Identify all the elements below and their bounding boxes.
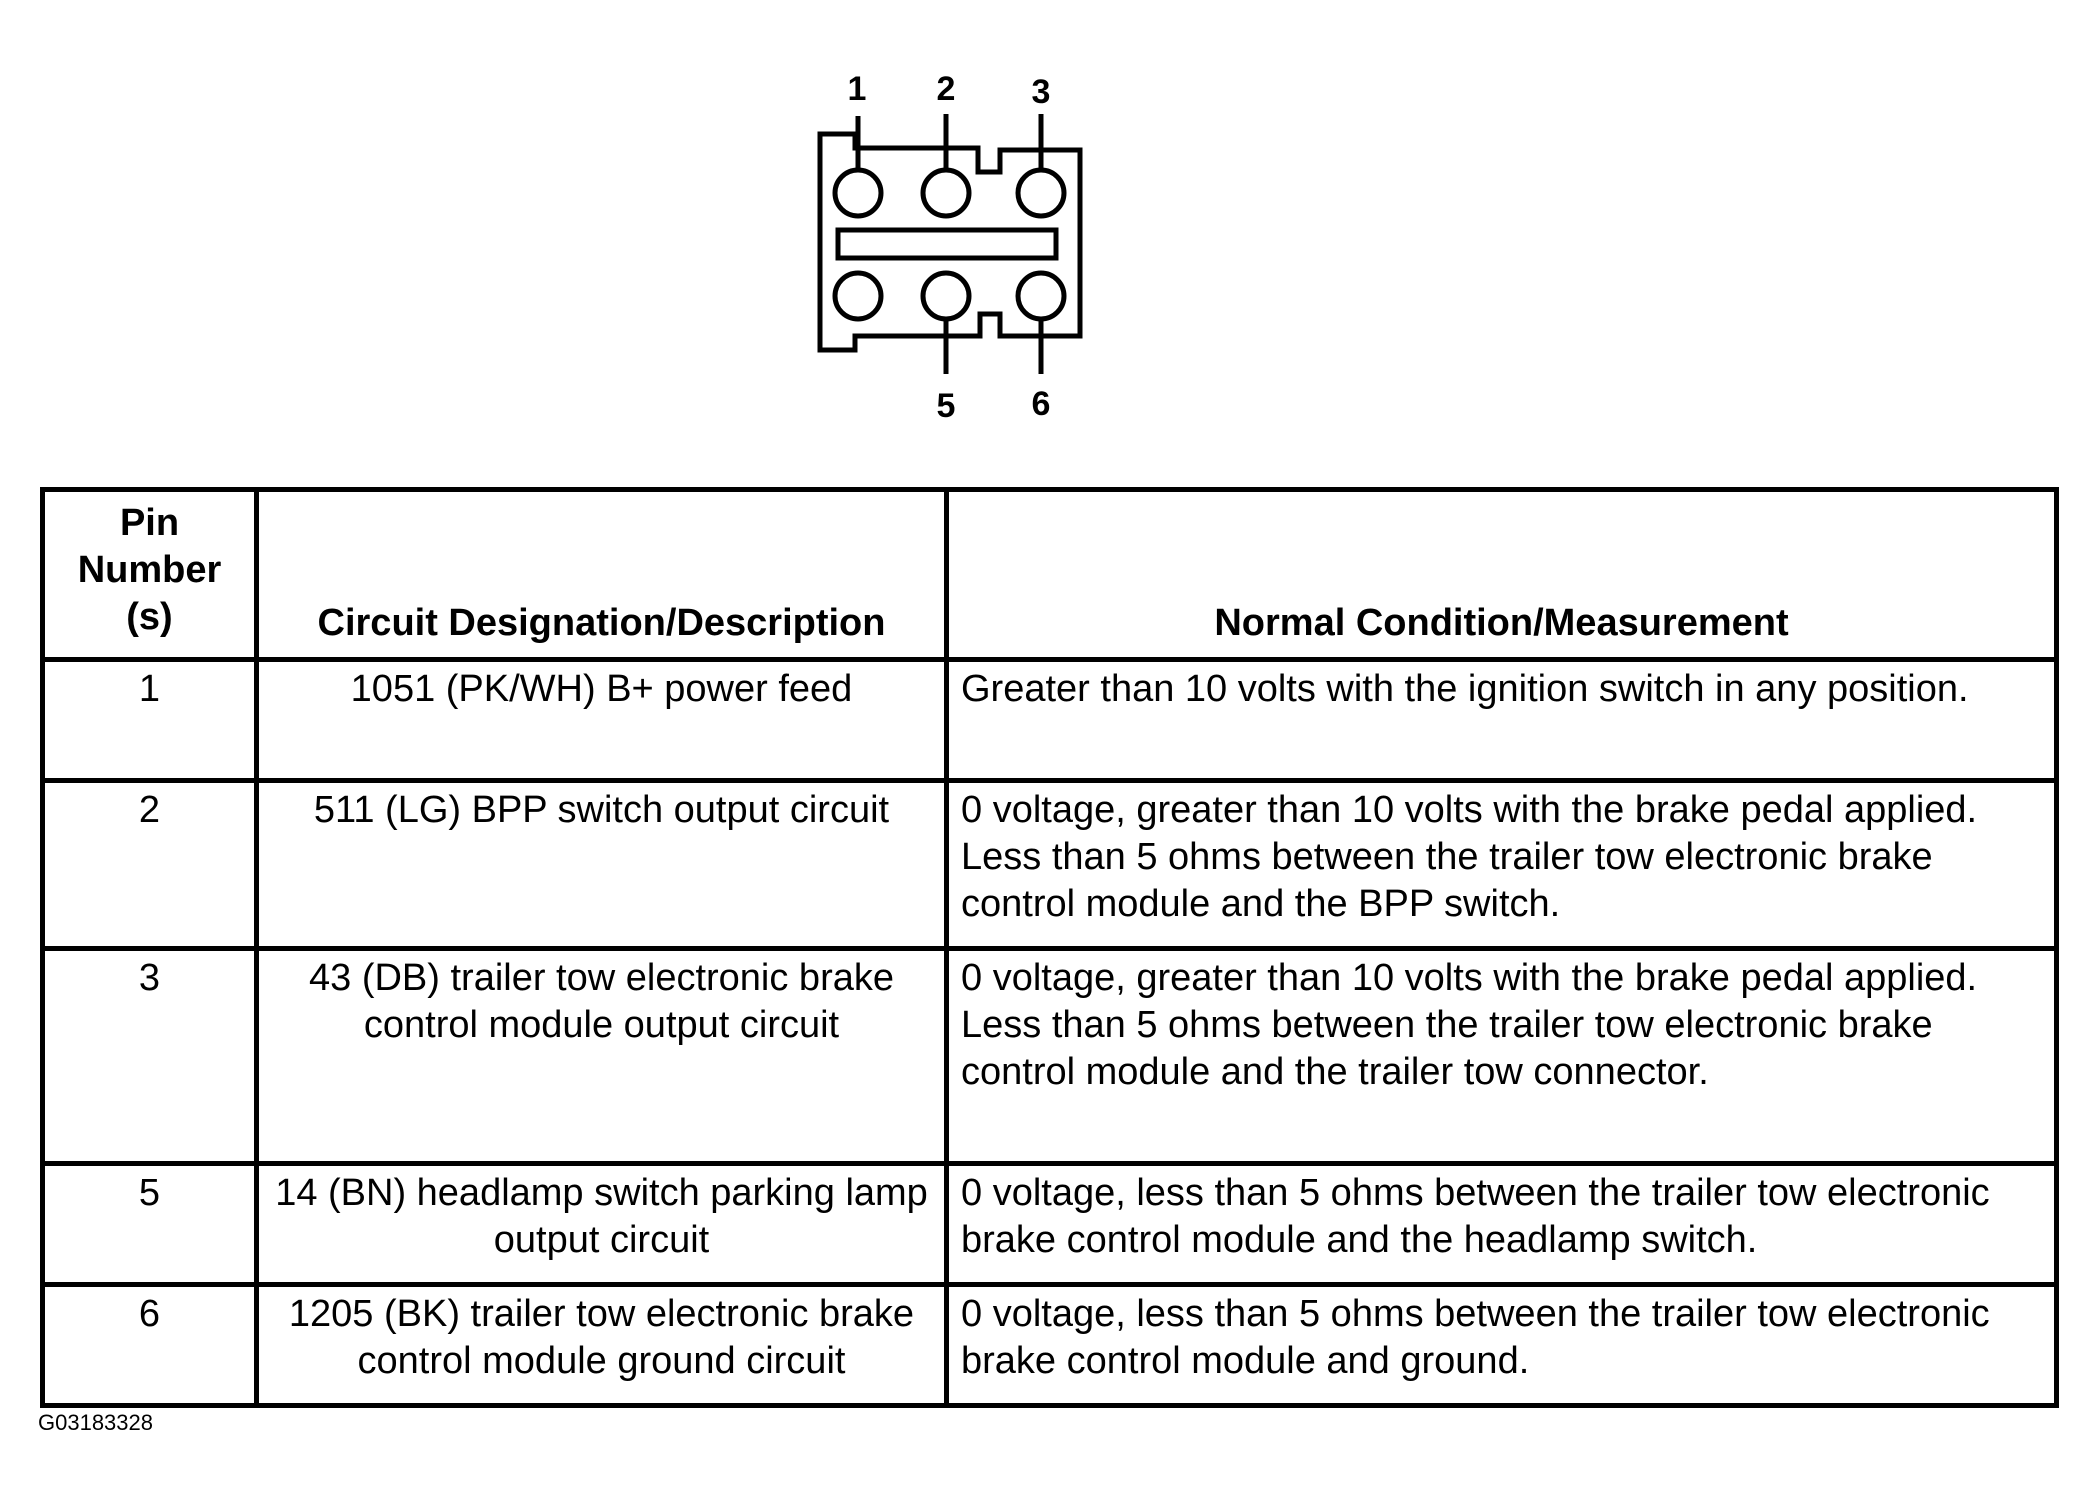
pin-2-cavity — [920, 167, 972, 219]
table-row: 2 511 (LG) BPP switch output circuit 0 v… — [40, 778, 2059, 951]
condition-cell: Greater than 10 volts with the ignition … — [944, 657, 2059, 783]
pin-cell: 2 — [40, 778, 259, 951]
table-row: 6 1205 (BK) trailer tow electronic brake… — [40, 1282, 2059, 1408]
table-row: 1 1051 (PK/WH) B+ power feed Greater tha… — [40, 657, 2059, 783]
pin-cell: 5 — [40, 1161, 259, 1287]
condition-cell: 0 voltage, less than 5 ohms between the … — [944, 1282, 2059, 1408]
table-row: 3 43 (DB) trailer tow electronic brake c… — [40, 946, 2059, 1166]
circuit-cell: 511 (LG) BPP switch output circuit — [254, 778, 949, 951]
circuit-cell: 1051 (PK/WH) B+ power feed — [254, 657, 949, 783]
pin-label-5: 5 — [937, 387, 956, 425]
condition-cell: 0 voltage, greater than 10 volts with th… — [944, 946, 2059, 1166]
circuit-cell: 1205 (BK) trailer tow electronic brake c… — [254, 1282, 949, 1408]
pin-label-2: 2 — [937, 70, 956, 108]
pin-4-cavity — [832, 270, 884, 322]
pin-label-1: 1 — [848, 70, 867, 108]
table-header-row: Pin Number (s) Circuit Designation/Descr… — [40, 487, 2059, 662]
pin-5-cavity — [920, 270, 972, 322]
condition-cell: 0 voltage, greater than 10 volts with th… — [944, 778, 2059, 951]
pin-3-cavity — [1015, 167, 1067, 219]
pin-description-table: Pin Number (s) Circuit Designation/Descr… — [40, 487, 2059, 1408]
pin-label-3: 3 — [1032, 73, 1051, 111]
pin-6-cavity — [1015, 270, 1067, 322]
header-condition: Normal Condition/Measurement — [944, 487, 2059, 662]
connector-face-diagram: 1 2 3 5 6 — [817, 70, 1083, 425]
pin-cell: 3 — [40, 946, 259, 1166]
table-row: 5 14 (BN) headlamp switch parking lamp o… — [40, 1161, 2059, 1287]
pin-1-cavity — [832, 167, 884, 219]
header-pin-number: Pin Number (s) — [40, 487, 259, 662]
header-circuit: Circuit Designation/Description — [254, 487, 949, 662]
circuit-cell: 43 (DB) trailer tow electronic brake con… — [254, 946, 949, 1166]
pin-cell: 6 — [40, 1282, 259, 1408]
condition-cell: 0 voltage, less than 5 ohms between the … — [944, 1161, 2059, 1287]
pin-label-6: 6 — [1032, 385, 1051, 423]
circuit-cell: 14 (BN) headlamp switch parking lamp out… — [254, 1161, 949, 1287]
figure-id-label: G03183328 — [38, 1410, 153, 1435]
pin-cell: 1 — [40, 657, 259, 783]
header-condition-text: Normal Condition/Measurement — [1214, 602, 1789, 644]
header-circuit-text: Circuit Designation/Description — [317, 602, 886, 644]
header-pin-number-text: Pin Number (s) — [77, 502, 222, 638]
connector-body-outline — [817, 131, 1083, 353]
connector-key-slot — [835, 227, 1059, 261]
